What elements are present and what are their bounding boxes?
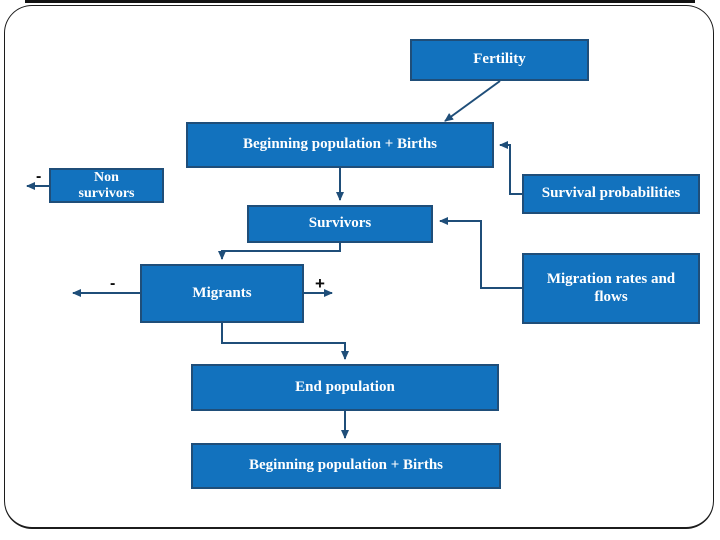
top-edge-bar (25, 0, 695, 3)
plus-sign-migrants-in: + (315, 274, 325, 293)
node-survival-probabilities-label: Survival probabilities (541, 185, 681, 202)
slide-rounded-border (4, 5, 714, 529)
node-non-survivors: Non survivors (49, 168, 164, 203)
node-beginning-population-top-label: Beginning population + Births (242, 136, 438, 153)
node-end-population: End population (191, 364, 499, 411)
node-non-survivors-label: Non survivors (78, 170, 135, 201)
node-fertility-label: Fertility (473, 51, 526, 68)
minus-sign-non-survivors: - (36, 168, 42, 185)
node-migrants: Migrants (140, 264, 304, 323)
node-migrants-label: Migrants (192, 284, 252, 301)
node-survivors: Survivors (247, 205, 433, 243)
node-beginning-population-top: Beginning population + Births (186, 122, 494, 168)
node-survival-probabilities: Survival probabilities (522, 174, 700, 214)
node-beginning-population-bottom-label: Beginning population + Births (248, 457, 444, 474)
node-migration-rates-and-flows: Migration rates and flows (522, 253, 700, 324)
node-end-population-label: End population (295, 378, 395, 395)
node-fertility: Fertility (410, 39, 589, 81)
node-survivors-label: Survivors (308, 215, 372, 232)
node-beginning-population-bottom: Beginning population + Births (191, 443, 501, 489)
node-migration-rates-and-flows-label: Migration rates and flows (546, 271, 676, 305)
minus-sign-migrants-out: - (110, 275, 116, 292)
